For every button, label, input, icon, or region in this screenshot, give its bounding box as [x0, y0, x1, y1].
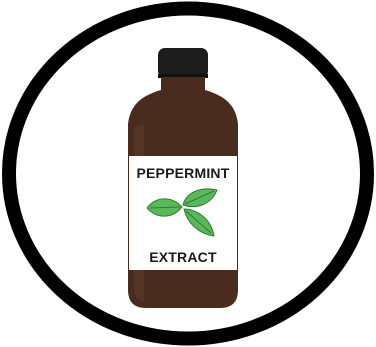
mint-leaf-bottom-vein	[185, 210, 212, 234]
bottle-cap	[158, 48, 208, 78]
mint-leaves-icon	[146, 188, 218, 237]
label-title: PEPPERMINT	[136, 165, 229, 181]
label-subtitle: EXTRACT	[149, 249, 217, 265]
mint-leaf-left-vein	[149, 206, 181, 209]
bottle-label	[129, 156, 237, 270]
cap-ridge	[158, 74, 208, 78]
mint-leaf-top-vein	[184, 190, 215, 205]
bottle-neck	[161, 77, 205, 91]
